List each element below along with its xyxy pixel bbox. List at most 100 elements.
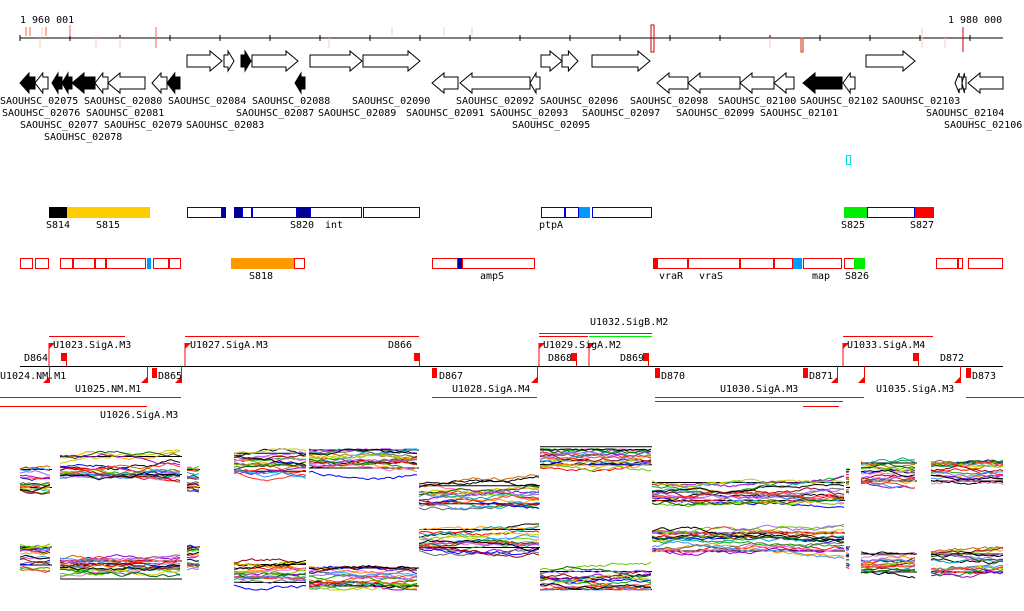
gene-label[interactable]: SAOUHSC_02078 <box>44 132 122 143</box>
gene-arrow-forward[interactable] <box>309 49 363 73</box>
segment-box[interactable] <box>653 258 657 269</box>
gene-arrow-reverse[interactable] <box>51 71 63 95</box>
gene-label[interactable]: SAOUHSC_02075 <box>0 96 78 107</box>
gene-arrow-reverse[interactable] <box>842 71 856 95</box>
gene-arrow-forward[interactable] <box>223 49 235 73</box>
gene-arrow-reverse[interactable] <box>166 71 181 95</box>
terminator-block[interactable] <box>414 353 419 361</box>
segment-int[interactable] <box>363 207 420 218</box>
gene-label[interactable]: SAOUHSC_02084 <box>168 96 246 107</box>
gene-label[interactable]: SAOUHSC_02081 <box>86 108 164 119</box>
segment-box[interactable] <box>432 258 458 269</box>
terminator-block[interactable] <box>61 353 66 361</box>
gene-arrow-reverse[interactable] <box>954 72 963 94</box>
gene-arrow-reverse[interactable] <box>34 71 49 95</box>
gene-arrow-reverse[interactable] <box>967 71 1004 95</box>
transcript-label[interactable]: D869 <box>620 353 644 364</box>
gene-arrow-forward[interactable] <box>865 49 916 73</box>
gene-label[interactable]: SAOUHSC_02087 <box>236 108 314 119</box>
gene-arrow-reverse[interactable] <box>61 71 73 95</box>
gene-arrow-forward[interactable] <box>591 49 651 73</box>
terminator-block[interactable] <box>643 353 648 361</box>
gene-label[interactable]: SAOUHSC_02097 <box>582 108 660 119</box>
segment-box[interactable] <box>579 207 590 218</box>
segment-box[interactable] <box>867 207 915 218</box>
gene-label[interactable]: SAOUHSC_02106 <box>944 120 1022 131</box>
transcript-label[interactable]: U1024.NM.M1 <box>0 371 66 382</box>
gene-label[interactable]: SAOUHSC_02080 <box>84 96 162 107</box>
gene-arrow-reverse[interactable] <box>687 71 741 95</box>
segment-box[interactable] <box>242 207 252 218</box>
terminator-block[interactable] <box>152 368 157 378</box>
gene-arrow-forward[interactable] <box>186 49 223 73</box>
segment-S814[interactable] <box>49 207 67 218</box>
segment-box[interactable] <box>153 258 169 269</box>
segment-S825[interactable] <box>844 207 867 218</box>
gene-arrow-forward[interactable] <box>561 49 579 73</box>
gene-label[interactable]: SAOUHSC_02103 <box>882 96 960 107</box>
segment-ptpA[interactable] <box>541 207 565 218</box>
segment-box[interactable] <box>657 258 688 269</box>
segment-box[interactable] <box>20 258 33 269</box>
gene-label[interactable]: SAOUHSC_02101 <box>760 108 838 119</box>
gene-arrow-reverse[interactable] <box>107 71 146 95</box>
terminator-block[interactable] <box>571 353 576 361</box>
segment-box[interactable] <box>565 207 579 218</box>
gene-label[interactable]: SAOUHSC_02077 <box>20 120 98 131</box>
segment-S820[interactable] <box>297 207 310 218</box>
transcript-label[interactable]: D870 <box>661 371 685 382</box>
gene-label[interactable]: SAOUHSC_02079 <box>104 120 182 131</box>
gene-label[interactable]: SAOUHSC_02090 <box>352 96 430 107</box>
transcript-label[interactable]: U1033.SigA.M4 <box>847 340 925 351</box>
transcript-label[interactable]: U1028.SigA.M4 <box>452 384 530 395</box>
gene-label[interactable]: SAOUHSC_02092 <box>456 96 534 107</box>
gene-arrow-reverse[interactable] <box>961 72 967 94</box>
gene-arrow-reverse[interactable] <box>773 71 795 95</box>
segment-box[interactable] <box>187 207 222 218</box>
segment-box[interactable] <box>234 207 242 218</box>
gene-arrow-reverse[interactable] <box>459 71 531 95</box>
terminator-block[interactable] <box>966 368 971 378</box>
transcript-label[interactable]: U1030.SigA.M3 <box>720 384 798 395</box>
segment-S826[interactable] <box>854 258 865 269</box>
gene-arrow-forward[interactable] <box>362 49 421 73</box>
terminator-block[interactable] <box>432 368 437 378</box>
segment-S827[interactable] <box>915 207 934 218</box>
transcript-label[interactable]: D865 <box>158 371 182 382</box>
transcript-label[interactable]: U1035.SigA.M3 <box>876 384 954 395</box>
segment-box[interactable] <box>294 258 305 269</box>
gene-arrow-reverse[interactable] <box>19 71 36 95</box>
gene-arrow-reverse[interactable] <box>94 71 109 95</box>
gene-arrow-forward[interactable] <box>251 49 299 73</box>
segment-box[interactable] <box>462 258 535 269</box>
segment-box[interactable] <box>169 258 181 269</box>
gene-label[interactable]: SAOUHSC_02088 <box>252 96 330 107</box>
gene-label[interactable]: SAOUHSC_02089 <box>318 108 396 119</box>
segment-box[interactable] <box>936 258 958 269</box>
gene-arrow-reverse[interactable] <box>431 71 459 95</box>
segment-box[interactable] <box>60 258 73 269</box>
transcript-label[interactable]: U1027.SigA.M3 <box>190 340 268 351</box>
segment-box[interactable] <box>252 207 297 218</box>
gene-label[interactable]: SAOUHSC_02104 <box>926 108 1004 119</box>
gene-label[interactable]: SAOUHSC_02091 <box>406 108 484 119</box>
segment-box[interactable] <box>95 258 106 269</box>
transcript-label[interactable]: U1023.SigA.M3 <box>53 340 131 351</box>
gene-label[interactable]: SAOUHSC_02093 <box>490 108 568 119</box>
transcript-label[interactable]: U1026.SigA.M3 <box>100 410 178 421</box>
gene-arrow-reverse[interactable] <box>294 71 306 95</box>
terminator-block[interactable] <box>913 353 918 361</box>
transcript-label[interactable]: D868 <box>548 353 572 364</box>
gene-arrow-reverse[interactable] <box>151 71 168 95</box>
segment-box[interactable] <box>844 258 855 269</box>
gene-label[interactable]: SAOUHSC_02095 <box>512 120 590 131</box>
segment-S818[interactable] <box>231 258 294 269</box>
transcript-label[interactable]: D866 <box>388 340 412 351</box>
segment-box[interactable] <box>968 258 1003 269</box>
transcript-label[interactable]: D872 <box>940 353 964 364</box>
gene-arrow-reverse[interactable] <box>71 71 96 95</box>
segment-box[interactable] <box>740 258 774 269</box>
gene-arrow-reverse[interactable] <box>656 71 689 95</box>
transcript-label[interactable]: D871 <box>809 371 833 382</box>
segment-box[interactable] <box>774 258 793 269</box>
